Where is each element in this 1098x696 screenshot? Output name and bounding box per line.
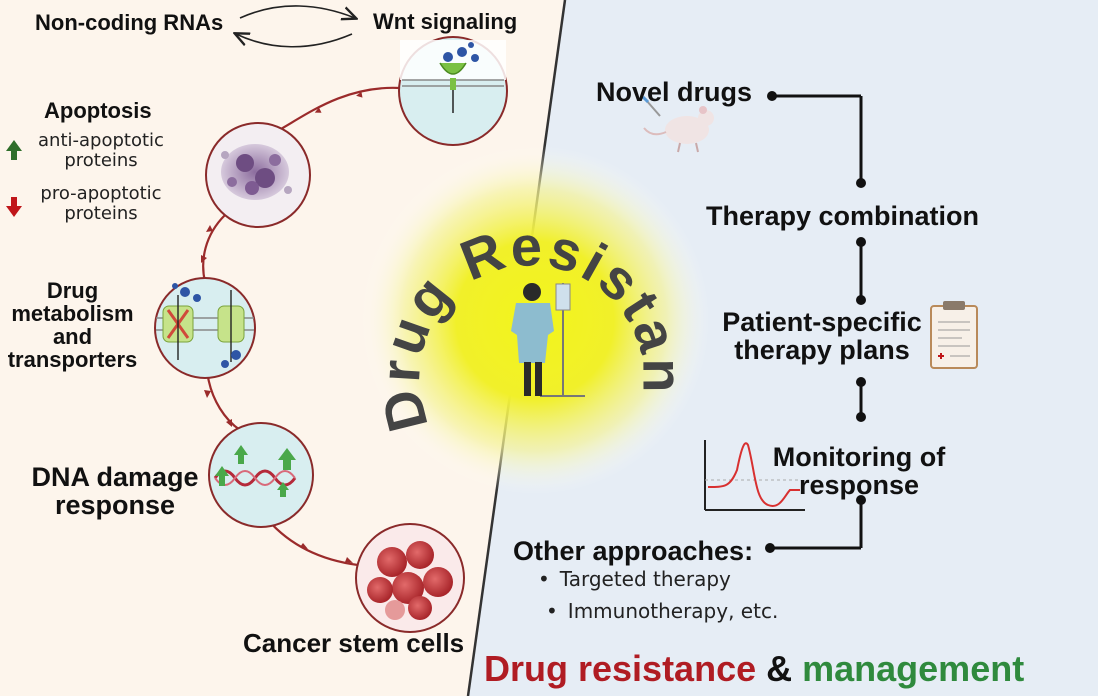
footer-part2: management — [802, 648, 1025, 689]
footer-amp: & — [756, 648, 803, 689]
anti-apoptotic-label: anti-apoptotic proteins — [38, 130, 164, 171]
approaches-list: •Targeted therapy •Immunotherapy, etc. — [538, 567, 778, 631]
transporter-illustration — [154, 277, 256, 379]
patient-figure — [511, 283, 585, 397]
novel-drugs-label: Novel drugs — [596, 77, 753, 107]
clipboard-icon — [930, 301, 978, 369]
patient-specific-label: Patient-specific therapy plans — [722, 307, 922, 366]
other-approaches-label: Other approaches: — [513, 536, 754, 566]
list-item: •Immunotherapy, etc. — [546, 599, 779, 623]
drug-resistance-arc-text: Drug Resistance — [0, 0, 692, 438]
svg-text:Drug Resistance: Drug Resistance — [0, 0, 695, 438]
monitoring-chart-icon — [704, 440, 805, 511]
dna-illustration — [208, 422, 314, 528]
wnt-label: Wnt signaling — [373, 9, 518, 34]
apoptosis-title: Apoptosis — [44, 98, 152, 123]
ncrna-to-wnt-arrow — [239, 5, 355, 18]
stem-cells-illustration — [355, 523, 465, 633]
cascade-arrow-3 — [206, 376, 241, 431]
timeline-dots — [765, 91, 866, 553]
ncrna-label: Non-coding RNAs — [35, 10, 224, 35]
down-arrow — [6, 197, 22, 217]
drug-metabolism-label: Drug metabolism and transporters — [7, 278, 138, 373]
therapy-combination-label: Therapy combination — [706, 201, 980, 231]
apoptosis-illustration — [205, 122, 311, 228]
list-item: •Targeted therapy — [538, 567, 731, 591]
strategy-timeline — [770, 94, 863, 550]
cascade-arrow-2 — [202, 214, 226, 283]
monitoring-label: Monitoring of response — [772, 442, 946, 501]
mouse-icon — [641, 95, 714, 153]
pro-apoptotic-label: pro-apoptotic proteins — [40, 183, 162, 224]
stem-cells-label: Cancer stem cells — [243, 628, 465, 658]
dna-damage-label: DNA damage response — [31, 462, 199, 521]
cascade-arrow-4 — [267, 519, 359, 567]
wnt-to-ncrna-arrow — [236, 34, 353, 48]
footer-title: Drug resistance & management — [484, 648, 1024, 690]
footer-part1: Drug resistance — [484, 648, 757, 689]
left-panel — [0, 0, 565, 696]
up-arrow — [6, 140, 22, 160]
wnt-signaling-illustration — [398, 36, 508, 146]
